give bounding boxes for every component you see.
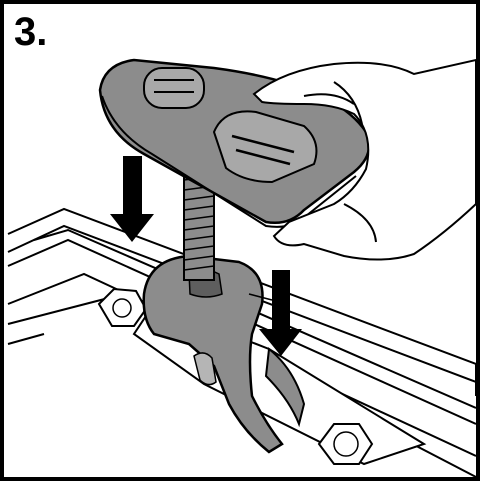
hand (252, 58, 476, 261)
hex-nut-right (317, 423, 374, 465)
down-arrow-icon (110, 156, 154, 242)
step-number: 3. (14, 10, 48, 54)
down-arrow-icon (259, 270, 302, 356)
installation-illustration (7, 58, 476, 477)
clamp-body (142, 254, 306, 454)
hex-nut-left (97, 287, 148, 327)
